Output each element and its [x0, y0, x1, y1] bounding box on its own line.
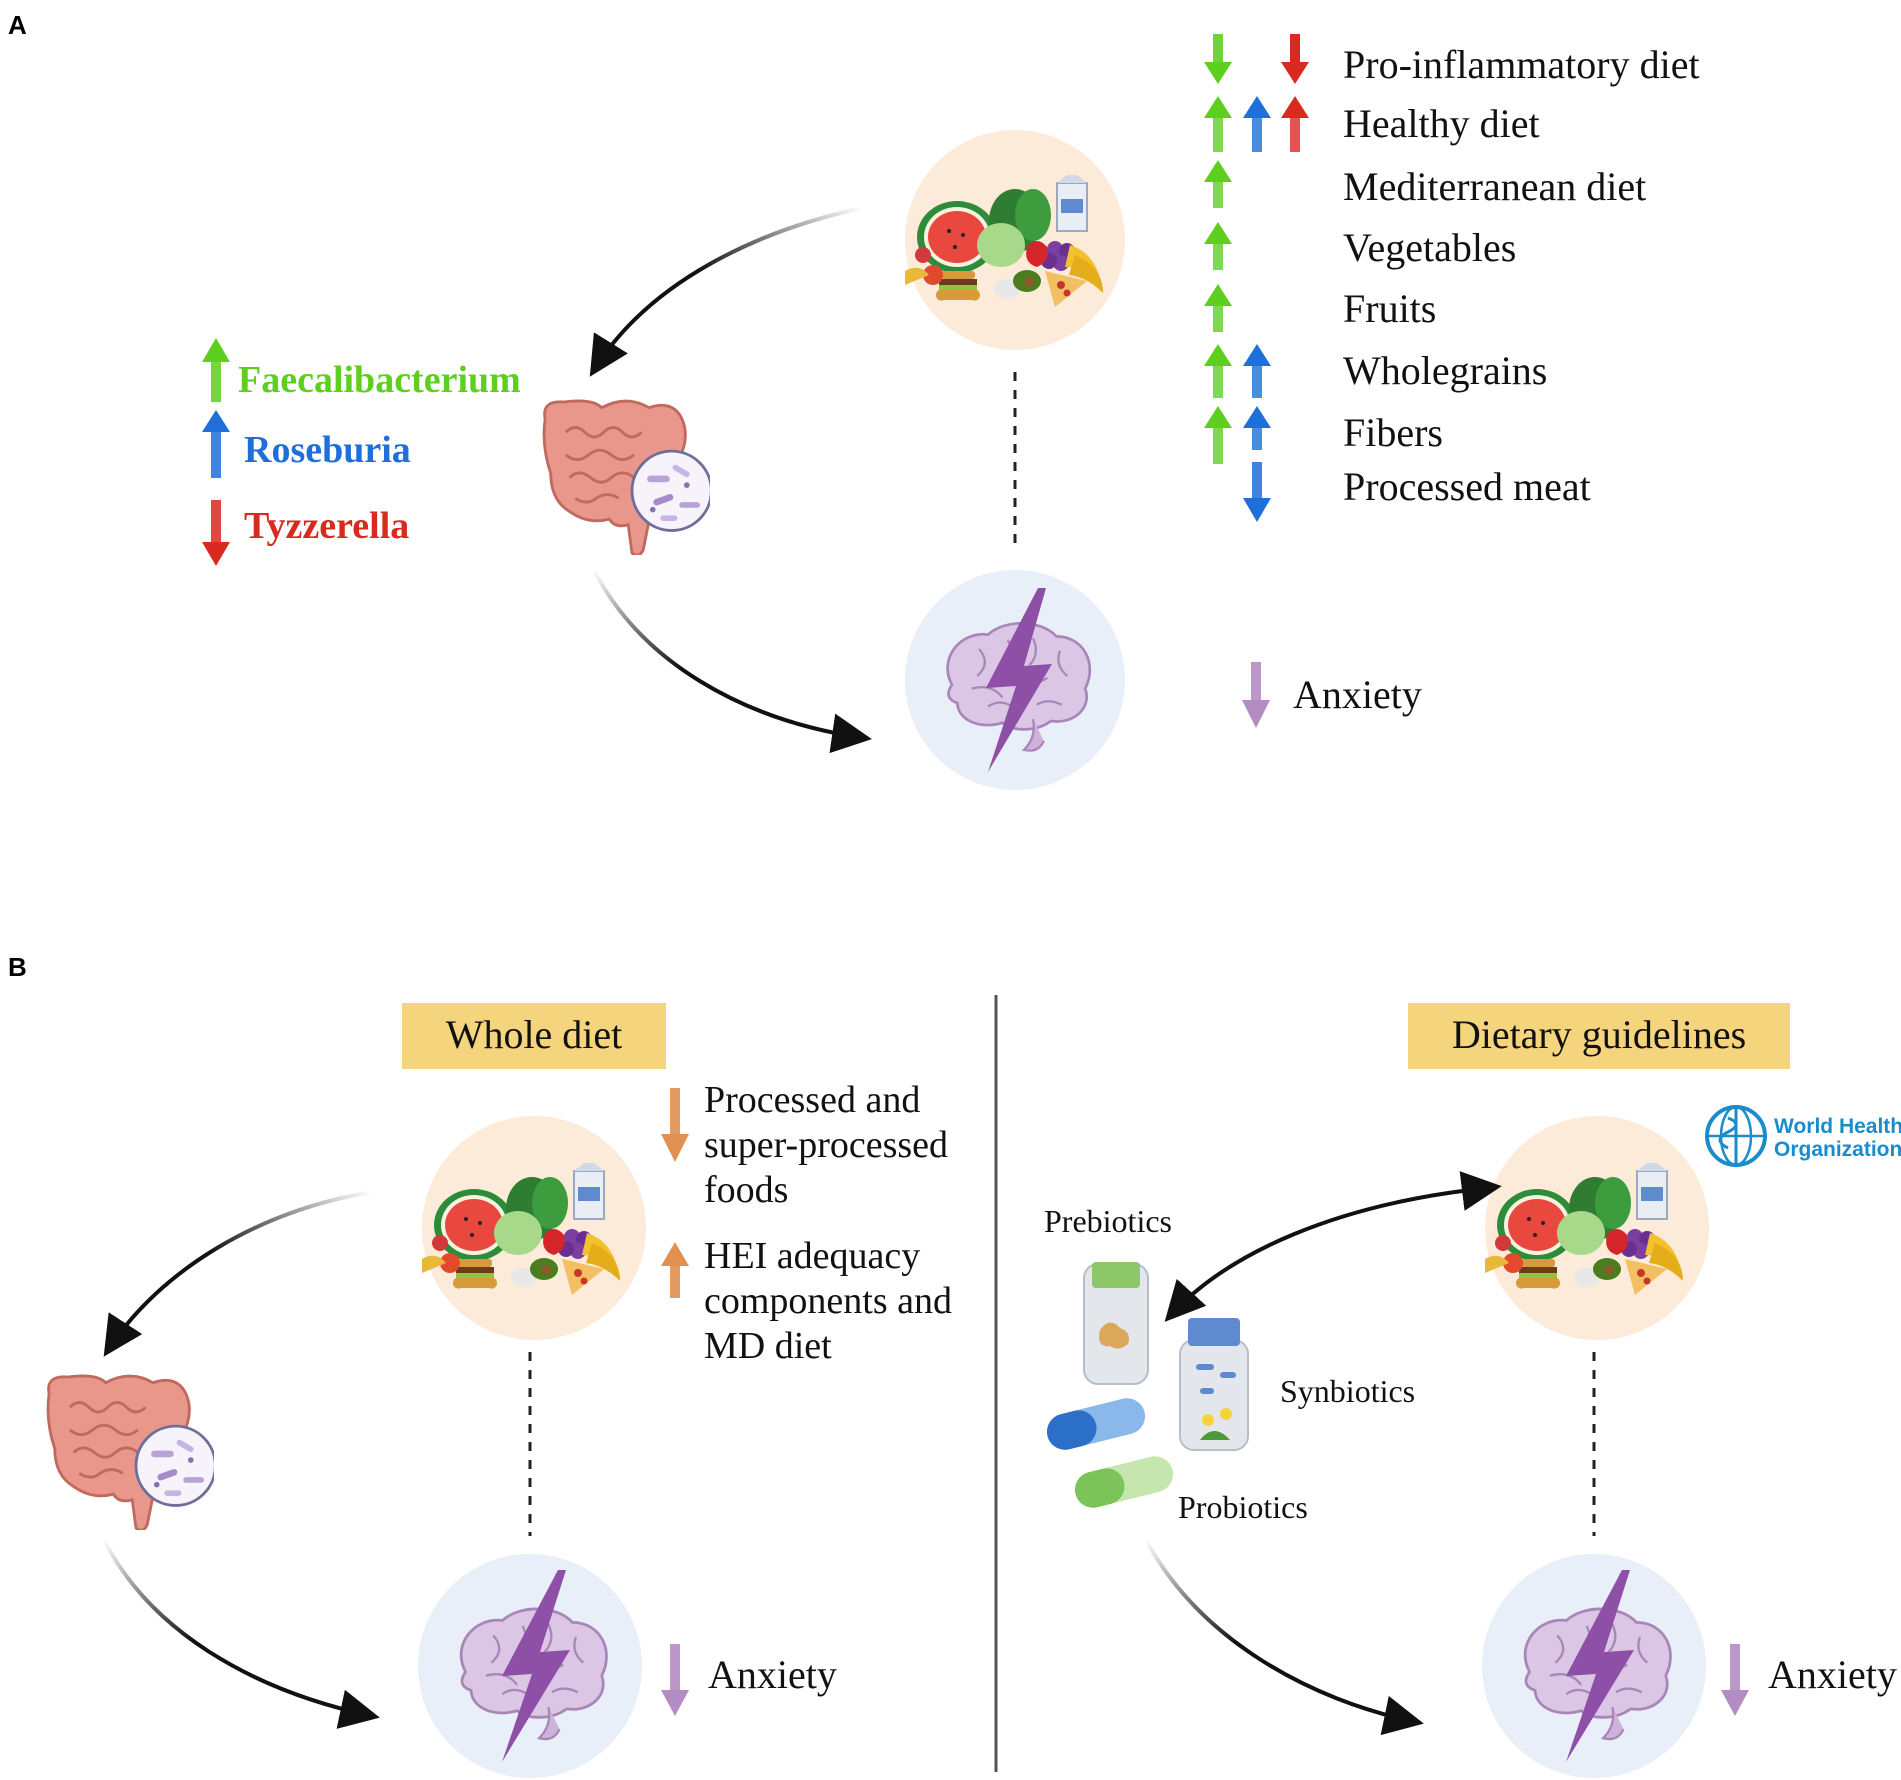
lightning-icon: [986, 588, 1052, 772]
green-up-arrow: [202, 338, 230, 402]
anxiety-label: Anxiety: [1768, 1652, 1897, 1697]
blue-up-arrow: [1243, 96, 1271, 152]
diet-direction-arrows: [1204, 34, 1309, 522]
bacteria-label: Roseburia: [244, 429, 411, 471]
diet-item: Mediterranean diet: [1343, 164, 1646, 209]
whole-diet-item-line: foods: [704, 1169, 788, 1211]
panel-a-label: A: [8, 10, 27, 40]
who-logo: [1705, 1105, 1767, 1167]
red-up-arrow: [1281, 96, 1309, 152]
whole-diet-item-line: components and: [704, 1280, 952, 1322]
diet-to-gut-arrow: [589, 206, 863, 377]
bacteria-arrows: [202, 338, 230, 566]
gut-to-brain-arrow: [592, 569, 872, 754]
diet-item: Fruits: [1343, 286, 1436, 331]
synbiotics-bottle-icon: [1179, 1318, 1249, 1451]
dietary-guidelines-title-box: [1408, 1003, 1790, 1069]
bacteria-label: Faecalibacterium: [238, 359, 521, 401]
whole-diet-item-line: MD diet: [704, 1325, 832, 1367]
green-up-arrow: [1204, 344, 1232, 398]
who-label-line: World Health: [1774, 1115, 1901, 1138]
diet-item: Healthy diet: [1343, 101, 1540, 146]
whole-diet-title: Whole diet: [446, 1012, 623, 1057]
diet-item: Vegetables: [1343, 225, 1516, 270]
supplements-diet-bidirectional-arrow: [1164, 1171, 1502, 1322]
anxiety-label: Anxiety: [708, 1652, 837, 1697]
dietary-guidelines-title: Dietary guidelines: [1452, 1012, 1746, 1057]
purple-down-arrow: [1721, 1644, 1749, 1716]
diet-item: Processed meat: [1343, 464, 1591, 509]
blue-up-arrow: [1243, 344, 1271, 398]
purple-down-arrow: [661, 1644, 689, 1716]
blue-capsule-icon: [1046, 1398, 1146, 1450]
blue-up-arrow: [1243, 406, 1271, 450]
diet-item: Pro-inflammatory diet: [1343, 42, 1700, 87]
whole-diet-title-box: [402, 1003, 666, 1069]
anxiety-label: Anxiety: [1293, 672, 1422, 717]
whole-diet-item-line: super-processed: [704, 1124, 948, 1166]
green-up-arrow: [1204, 406, 1232, 464]
intestine-icon: [542, 399, 710, 555]
diet-item: Wholegrains: [1343, 348, 1547, 393]
prebiotics-bottle-icon: [1083, 1262, 1149, 1385]
orange-down-arrow: [661, 1088, 689, 1162]
orange-up-arrow: [661, 1242, 689, 1298]
green-up-arrow: [1204, 96, 1232, 152]
supplements-to-brain-arrow: [1144, 1539, 1424, 1736]
purple-down-arrow: [1242, 662, 1270, 728]
supplement-label: Probiotics: [1178, 1489, 1308, 1525]
green-capsule-icon: [1074, 1456, 1174, 1508]
supplement-label: Prebiotics: [1044, 1203, 1172, 1239]
gut-to-brain-arrow: [102, 1539, 380, 1729]
blue-down-arrow: [1243, 462, 1271, 522]
green-up-arrow: [1204, 284, 1232, 332]
whole-diet-item-line: Processed and: [704, 1079, 920, 1121]
red-down-arrow: [1281, 34, 1309, 84]
red-down-arrow: [202, 500, 230, 566]
intestine-icon: [46, 1374, 214, 1530]
lightning-icon: [1566, 1570, 1634, 1762]
bacteria-label: Tyzzerella: [244, 505, 409, 547]
panel-b-label: B: [8, 952, 27, 982]
diet-to-gut-arrow: [103, 1190, 373, 1357]
green-down-arrow: [1204, 34, 1232, 84]
supplement-label: Synbiotics: [1280, 1373, 1415, 1409]
blue-up-arrow: [202, 410, 230, 478]
who-label-line: Organization: [1774, 1138, 1901, 1161]
green-up-arrow: [1204, 222, 1232, 270]
lightning-icon: [502, 1570, 570, 1762]
whole-diet-item-line: HEI adequacy: [704, 1235, 920, 1277]
green-up-arrow: [1204, 160, 1232, 208]
diet-item: Fibers: [1343, 410, 1443, 455]
